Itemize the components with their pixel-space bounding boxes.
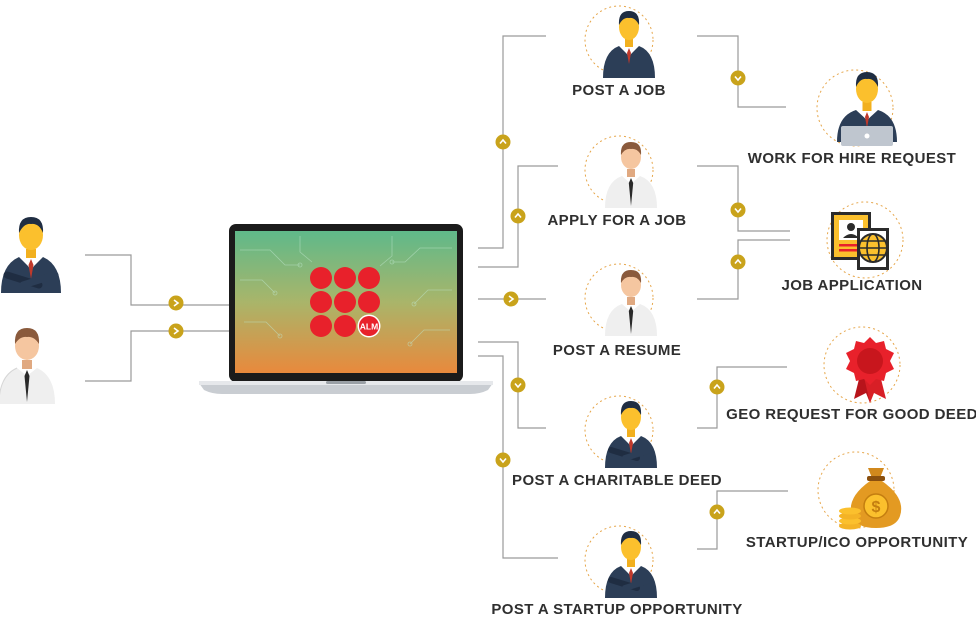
dashed-ring — [584, 395, 654, 465]
arrow-down-icon — [730, 70, 746, 86]
arrow-up-icon — [709, 504, 725, 520]
arrow-badges — [168, 70, 746, 520]
svg-text:$: $ — [872, 499, 881, 516]
money-bag-icon: $ — [839, 468, 902, 530]
dashed-ring — [816, 69, 894, 147]
arrow-down-icon — [510, 377, 526, 393]
node-icon-startup-opportunity — [584, 525, 657, 598]
label-work-for-hire: WORK FOR HIRE REQUEST — [747, 150, 957, 167]
user-employee — [0, 328, 55, 404]
circuit-pattern — [240, 236, 452, 347]
connector-startup-ico — [697, 490, 788, 550]
platform-laptop: ALM — [199, 224, 493, 394]
award-seal-icon — [846, 337, 894, 403]
nine-dot-logo-icon — [310, 267, 381, 338]
employee-icon — [605, 142, 657, 208]
node-icon-work-for-hire — [816, 69, 897, 147]
node-icon-apply-job — [584, 135, 657, 208]
node-icon-geo-request — [823, 326, 901, 404]
label-apply-job: APPLY FOR A JOB — [547, 212, 687, 229]
arrow-right-icon — [168, 295, 184, 311]
dashed-ring — [826, 201, 904, 279]
arrow-up-icon — [709, 379, 725, 395]
dashed-ring — [584, 263, 654, 333]
dashed-ring — [584, 525, 654, 595]
node-icon-job-application — [826, 201, 904, 279]
businessman-icon — [603, 11, 655, 78]
businessman-laptop-icon — [837, 72, 897, 146]
dashed-ring — [584, 5, 654, 75]
arrow-up-icon — [495, 134, 511, 150]
node-icon-post-job — [584, 5, 655, 78]
connector-apply-job-job-application — [697, 165, 790, 232]
dashed-ring — [817, 451, 895, 529]
arrow-up-icon — [730, 254, 746, 270]
arrow-down-icon — [495, 452, 511, 468]
label-geo-request: GEO REQUEST FOR GOOD DEED — [726, 406, 976, 423]
documents-globe-icon — [831, 212, 889, 270]
businessman-icon — [605, 401, 657, 468]
arrow-right-icon — [168, 323, 184, 339]
arrow-up-icon — [510, 208, 526, 224]
employee-icon — [605, 270, 657, 336]
connector-user2-laptop — [85, 330, 229, 382]
arrow-down-icon — [730, 202, 746, 218]
employee-icon — [0, 328, 55, 404]
connector-deed-geo-request — [697, 366, 787, 429]
label-post-job: POST A JOB — [572, 82, 666, 99]
connector-user1-laptop — [85, 254, 229, 306]
label-job-application: JOB APPLICATION — [781, 277, 923, 294]
arrow-right-icon — [503, 291, 519, 307]
node-icon-charitable-deed — [584, 395, 657, 468]
node-icon-startup-ico: $ — [817, 451, 902, 530]
user-businessman — [1, 217, 61, 293]
label-charitable-deed: POST A CHARITABLE DEED — [512, 472, 722, 489]
label-post-resume: POST A RESUME — [552, 342, 682, 359]
connector-resume-job-application — [697, 239, 790, 300]
businessman-icon — [1, 217, 61, 293]
label-startup-opportunity: POST A STARTUP OPPORTUNITY — [491, 601, 743, 618]
logo-text: ALM — [360, 322, 378, 332]
node-icon-post-resume — [584, 263, 657, 336]
businessman-icon — [605, 531, 657, 598]
dashed-ring — [823, 326, 901, 404]
dashed-ring — [584, 135, 654, 205]
label-startup-ico: STARTUP/ICO OPPORTUNITY — [745, 534, 969, 551]
